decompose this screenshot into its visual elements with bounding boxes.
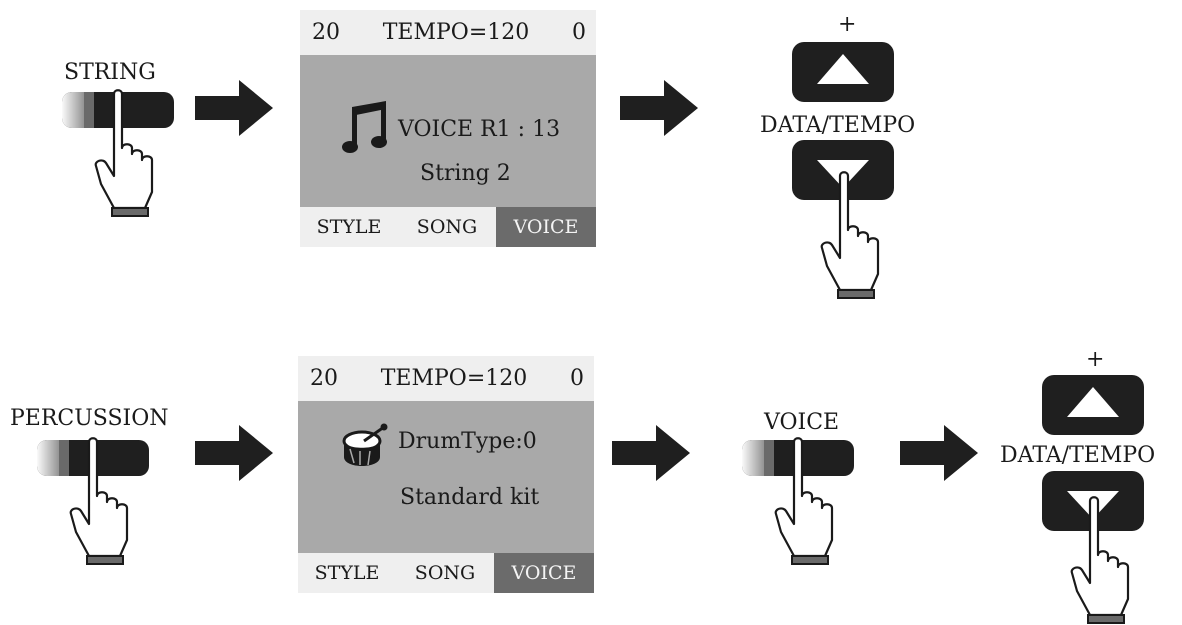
voice-button-label: VOICE [764,410,840,435]
voice-button[interactable] [740,438,860,568]
lcd-voice-name: String 2 [420,161,511,186]
tab-song: SONG [414,562,476,584]
data-tempo-control: + DATA/TEMPO [1000,345,1182,612]
pointing-hand-icon [817,170,887,300]
right-arrow-icon [612,425,690,481]
triangle-up-icon [1067,387,1119,417]
tab-style: STYLE [316,216,382,238]
pointing-hand-icon [771,436,841,566]
right-arrow-icon [620,80,698,136]
lcd-main-area: VOICE R1 : 13 String 2 [300,55,596,207]
data-tempo-up-button[interactable] [792,42,894,102]
data-tempo-label: DATA/TEMPO [760,113,916,138]
music-note-icon [342,101,387,153]
pointing-hand-icon [1067,495,1137,625]
lcd-status-bar: 20 TEMPO=120 0 [298,356,594,401]
plus-sign-label: + [1086,347,1105,372]
tab-voice-selected: VOICE [496,207,596,247]
string-button-label: STRING [64,60,156,85]
plus-sign-label: + [838,12,857,37]
lcd-top-left-value: 20 [310,366,338,391]
pointing-hand-icon [91,88,161,218]
data-tempo-up-button[interactable] [1042,375,1144,435]
data-tempo-control: + DATA/TEMPO [760,10,940,300]
right-arrow-icon [195,425,273,481]
right-arrow-icon [900,425,978,481]
lcd-tab-bar: STYLE SONG VOICE [300,207,596,247]
percussion-button-label: PERCUSSION [10,406,169,431]
lcd-drum-type: DrumType:0 [398,429,537,454]
data-tempo-label: DATA/TEMPO [1000,443,1156,468]
lcd-display-voice: 20 TEMPO=120 0 VOICE R1 : 13 String 2 ST… [300,10,596,247]
lcd-tempo-readout: TEMPO=120 [380,366,528,391]
lcd-top-right-value: 0 [570,366,584,391]
drum-icon [342,423,388,466]
tab-song: SONG [416,216,478,238]
tab-voice-selected: VOICE [494,553,594,593]
tab-style: STYLE [314,562,380,584]
right-arrow-icon [195,80,273,136]
lcd-kit-name: Standard kit [400,485,540,510]
lcd-tab-bar: STYLE SONG VOICE [298,553,594,593]
string-button[interactable] [60,90,180,220]
lcd-top-left-value: 20 [312,20,340,45]
lcd-tempo-readout: TEMPO=120 [382,20,530,45]
pointing-hand-icon [66,436,136,566]
triangle-up-icon [817,54,869,84]
lcd-status-bar: 20 TEMPO=120 0 [300,10,596,55]
lcd-display-drum: 20 TEMPO=120 0 DrumType:0 Standard kit S… [298,356,594,593]
lcd-main-area: DrumType:0 Standard kit [298,401,594,553]
lcd-voice-line: VOICE R1 : 13 [398,117,561,142]
lcd-top-right-value: 0 [572,20,586,45]
percussion-button[interactable] [35,438,155,568]
